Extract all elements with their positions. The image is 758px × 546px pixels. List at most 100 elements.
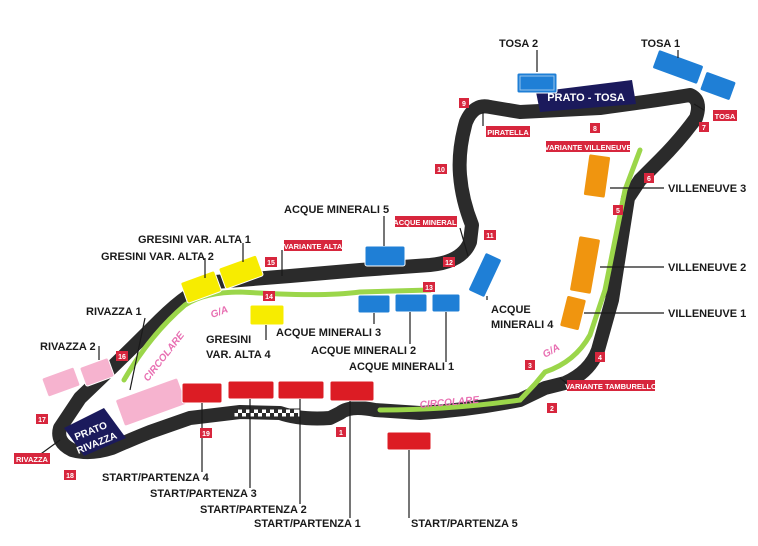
stand-acque-minerali-2 <box>394 293 428 313</box>
svg-text:15: 15 <box>267 260 275 267</box>
stand-villeneuve-3 <box>582 153 612 199</box>
label-villeneuve-2: VILLENEUVE 2 <box>668 262 746 274</box>
tag-variante-alta: VARIANTE ALTA <box>284 240 343 251</box>
stand-tosa-2 <box>516 72 558 94</box>
corner-13: 13 <box>423 282 435 292</box>
stand-acque-minerali-1 <box>431 293 461 313</box>
svg-text:ACQUE MINERALI: ACQUE MINERALI <box>393 218 458 227</box>
label-villeneuve-1: VILLENEUVE 1 <box>668 308 746 320</box>
svg-text:6: 6 <box>647 176 651 183</box>
svg-text:VARIANTE ALTA: VARIANTE ALTA <box>284 242 343 251</box>
svg-text:19: 19 <box>202 431 210 438</box>
stand-acque-minerali-4 <box>468 252 502 298</box>
stand-gresini-var-alta-4 <box>249 304 285 326</box>
label-start-partenza-2: START/PARTENZA 2 <box>200 504 307 516</box>
corner-16: 16 <box>116 351 128 361</box>
label-acque-minerali-1: ACQUE MINERALI 1 <box>349 361 454 373</box>
stand-villeneuve-2 <box>569 235 601 295</box>
svg-text:12: 12 <box>445 260 453 267</box>
corner-4: 4 <box>595 352 605 362</box>
label-start-partenza-3: START/PARTENZA 3 <box>150 488 257 500</box>
corner-9: 9 <box>459 98 469 108</box>
tag-tosa: TOSA <box>713 110 737 121</box>
corner-8: 8 <box>590 123 600 133</box>
svg-text:PIRATELLA: PIRATELLA <box>487 128 529 137</box>
stand-start-partenza-5 <box>386 431 432 451</box>
tag-variante-tamburello: VARIANTE TAMBURELLO <box>565 380 657 391</box>
svg-text:16: 16 <box>118 354 126 361</box>
corner-3: 3 <box>525 360 535 370</box>
stand-gresini-var-alta-2 <box>180 270 222 304</box>
label-tosa-1: TOSA 1 <box>641 38 680 50</box>
corner-15: 15 <box>265 257 277 267</box>
svg-text:10: 10 <box>437 167 445 174</box>
svg-text:2: 2 <box>550 406 554 413</box>
tag-variante-villeneuve: VARIANTE VILLENEUVE <box>545 141 632 152</box>
label-acque-minerali-3: ACQUE MINERALI 3 <box>276 327 381 339</box>
ga-label-east: G/A <box>541 342 562 360</box>
svg-text:11: 11 <box>486 233 494 240</box>
svg-text:VARIANTE VILLENEUVE: VARIANTE VILLENEUVE <box>545 143 632 152</box>
svg-text:4: 4 <box>598 355 602 362</box>
corner-1: 1 <box>336 427 346 437</box>
svg-text:PRATO - TOSA: PRATO - TOSA <box>547 92 625 104</box>
stand-start-partenza-1 <box>329 380 375 402</box>
label-gresini-line1: GRESINI <box>206 334 251 346</box>
corner-17: 17 <box>36 414 48 424</box>
label-villeneuve-3: VILLENEUVE 3 <box>668 183 746 195</box>
svg-text:18: 18 <box>66 473 74 480</box>
stand-acque-minerali-3 <box>357 294 391 314</box>
stand-start-partenza-4 <box>181 382 223 404</box>
zone-prato-tosa: PRATO - TOSA <box>536 80 636 112</box>
label-gresini-var-alta-1: GRESINI VAR. ALTA 1 <box>138 234 251 246</box>
label-acque-minerali-4-line2: MINERALI 4 <box>491 319 554 331</box>
corner-7: 7 <box>699 122 709 132</box>
stand-rivazza-2 <box>41 357 115 398</box>
label-acque-minerali-2: ACQUE MINERALI 2 <box>311 345 416 357</box>
svg-text:VARIANTE TAMBURELLO: VARIANTE TAMBURELLO <box>565 382 657 391</box>
corner-12: 12 <box>443 257 455 267</box>
stand-gresini-var-alta-1 <box>218 254 264 290</box>
svg-text:13: 13 <box>425 285 433 292</box>
tag-piratella: PIRATELLA <box>486 126 530 137</box>
svg-text:RIVAZZA: RIVAZZA <box>16 455 49 464</box>
svg-text:9: 9 <box>462 101 466 108</box>
svg-text:3: 3 <box>528 363 532 370</box>
label-acque-minerali-5: ACQUE MINERALI 5 <box>284 204 389 216</box>
corner-14: 14 <box>263 291 275 301</box>
corner-10: 10 <box>435 164 447 174</box>
corner-19: 19 <box>200 428 212 438</box>
svg-text:TOSA: TOSA <box>715 112 736 121</box>
svg-text:7: 7 <box>702 125 706 132</box>
label-rivazza-2: RIVAZZA 2 <box>40 341 96 353</box>
stand-acque-minerali-5 <box>364 245 406 267</box>
svg-text:5: 5 <box>616 208 620 215</box>
stand-tosa-1 <box>652 49 737 101</box>
corner-18: 18 <box>64 470 76 480</box>
svg-text:1: 1 <box>339 430 343 437</box>
stand-start-partenza-2 <box>277 380 325 400</box>
label-gresini-var-alta-2: GRESINI VAR. ALTA 2 <box>101 251 214 263</box>
ga-label-west: G/A <box>209 304 229 320</box>
leader-lines <box>37 50 705 518</box>
stand-villeneuve-1 <box>559 294 587 332</box>
label-start-partenza-4: START/PARTENZA 4 <box>102 472 210 484</box>
tag-rivazza: RIVAZZA <box>14 453 50 464</box>
corner-6: 6 <box>644 173 654 183</box>
circolare-label-south: CIRCOLARE <box>419 395 480 411</box>
label-start-partenza-5: START/PARTENZA 5 <box>411 518 518 530</box>
label-start-partenza-1: START/PARTENZA 1 <box>254 518 361 530</box>
corner-5: 5 <box>613 205 623 215</box>
label-acque-minerali-4-line1: ACQUE <box>491 304 531 316</box>
label-tosa-2: TOSA 2 <box>499 38 538 50</box>
tag-acque-minerali: ACQUE MINERALI <box>393 216 459 227</box>
svg-text:14: 14 <box>265 294 273 301</box>
svg-text:8: 8 <box>593 126 597 133</box>
label-gresini-line2: VAR. ALTA 4 <box>206 349 271 361</box>
svg-text:17: 17 <box>38 417 46 424</box>
corner-2: 2 <box>547 403 557 413</box>
start-finish-line <box>233 408 301 418</box>
stand-start-partenza-3 <box>227 380 275 400</box>
label-rivazza-1: RIVAZZA 1 <box>86 306 142 318</box>
